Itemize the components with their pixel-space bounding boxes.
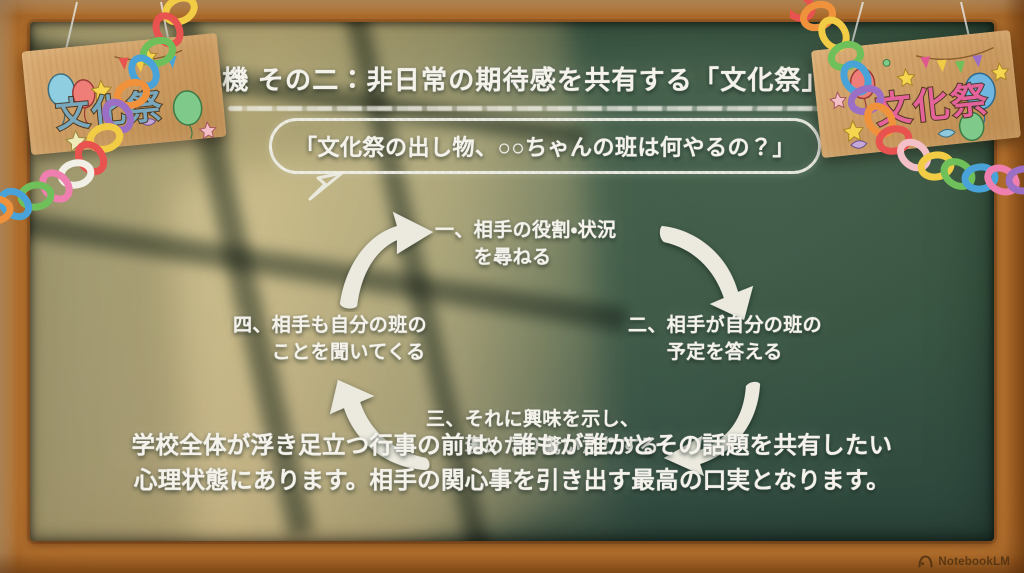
cycle-step-4: 四、相手も自分の班の ことを聞いてくる — [233, 315, 428, 363]
quote-text: 「文化祭の出し物、○○ちゃんの班は何やるの？」 — [294, 135, 796, 160]
speech-bubble-tail — [308, 172, 344, 201]
notebooklm-watermark: NotebookLM — [918, 555, 1010, 568]
left-sign-text: 文化祭 — [53, 86, 166, 136]
slide-title: 好機 その二：非日常の期待感を共有する「文化祭」 — [194, 65, 830, 95]
cycle-arrow-1 — [335, 208, 443, 312]
right-festival-sign: 文化祭 — [810, 29, 1022, 159]
cycle-step-1: 一、相手の役割・状況 を尋ねる — [435, 220, 617, 268]
notebooklm-label: NotebookLM — [938, 555, 1010, 568]
notebooklm-logo-icon — [918, 555, 933, 568]
title-chalk-underline — [228, 106, 858, 111]
left-festival-sign: 文化祭 — [21, 32, 227, 156]
quote-speech-bubble: 「文化祭の出し物、○○ちゃんの班は何やるの？」 — [269, 118, 821, 174]
cycle-arrow-2 — [658, 218, 762, 322]
cycle-step-2: 二、相手が自分の班の 予定を答える — [628, 315, 823, 363]
cycle-step-3: 三、それに興味を示し、 褒めたり驚いたりする — [426, 409, 659, 457]
summary-text: 学校全体が浮き足立つ行事の前は、誰もが誰かとその話題を共有したい 心理状態にあり… — [131, 431, 893, 494]
